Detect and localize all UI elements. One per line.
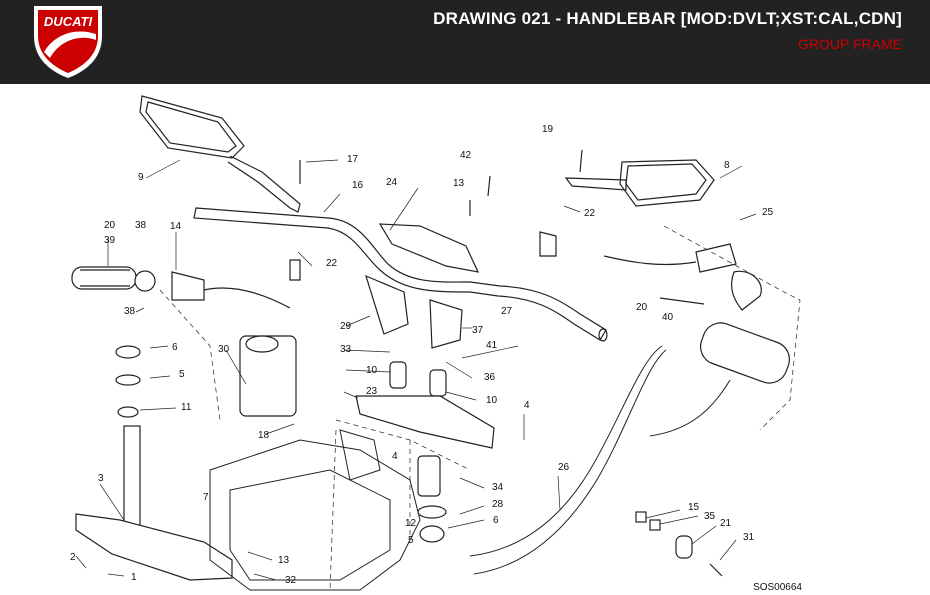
- lower-bearing: [417, 455, 447, 543]
- throttle-cables: [469, 345, 731, 575]
- exploded-view-drawing: [71, 95, 801, 591]
- leader-lines: [75, 159, 757, 581]
- page-subtitle: GROUP FRAME: [798, 36, 902, 52]
- ignition-switch: [239, 335, 297, 417]
- left-mirror: [139, 95, 301, 213]
- drawing-code: SOS00664: [753, 582, 802, 593]
- group-boxes: [159, 225, 801, 591]
- header-bar: DUCATI DRAWING 021 - HANDLEBAR [MOD:DVLT…: [0, 0, 930, 84]
- steering-stem: [75, 345, 233, 581]
- ducati-logo: DUCATI: [34, 6, 102, 78]
- small-parts: [289, 149, 723, 577]
- page-title: DRAWING 021 - HANDLEBAR [MOD:DVLT;XST:CA…: [433, 9, 902, 28]
- frame: [209, 429, 421, 591]
- svg-text:DUCATI: DUCATI: [44, 14, 93, 29]
- clamps: [355, 223, 495, 449]
- right-mirror: [564, 159, 715, 207]
- right-grip: [603, 243, 790, 384]
- left-grip: [71, 266, 291, 309]
- handlebar-tube: [193, 207, 608, 342]
